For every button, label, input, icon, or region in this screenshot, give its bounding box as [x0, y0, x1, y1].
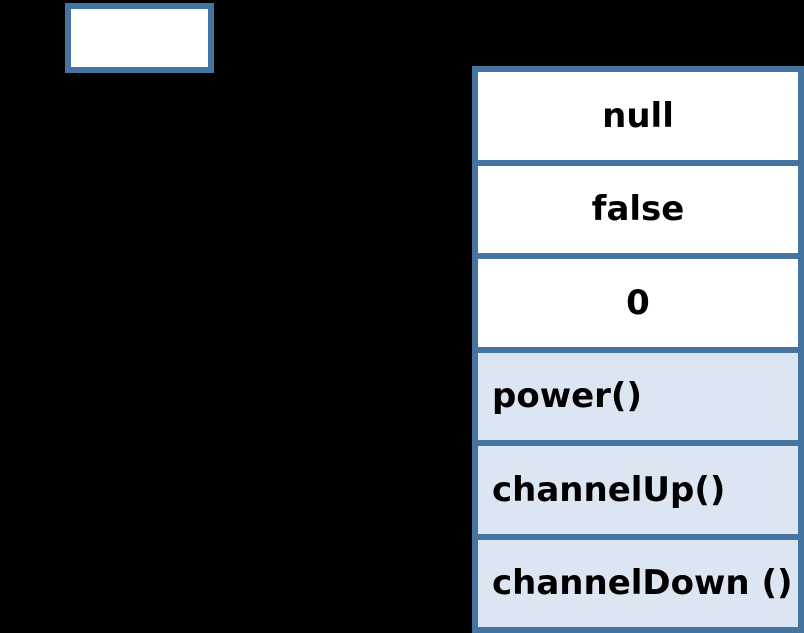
field-row-false: false: [478, 165, 798, 253]
method-row-channel-down: channelDown (): [478, 539, 798, 627]
field-row-zero: 0: [478, 259, 798, 347]
method-row-power: power(): [478, 352, 798, 440]
method-row-channel-up: channelUp(): [478, 446, 798, 534]
object-table: null false 0 power() channelUp() channel…: [472, 66, 804, 633]
variable-reference-box: [65, 3, 214, 73]
field-row-null: null: [478, 72, 798, 160]
